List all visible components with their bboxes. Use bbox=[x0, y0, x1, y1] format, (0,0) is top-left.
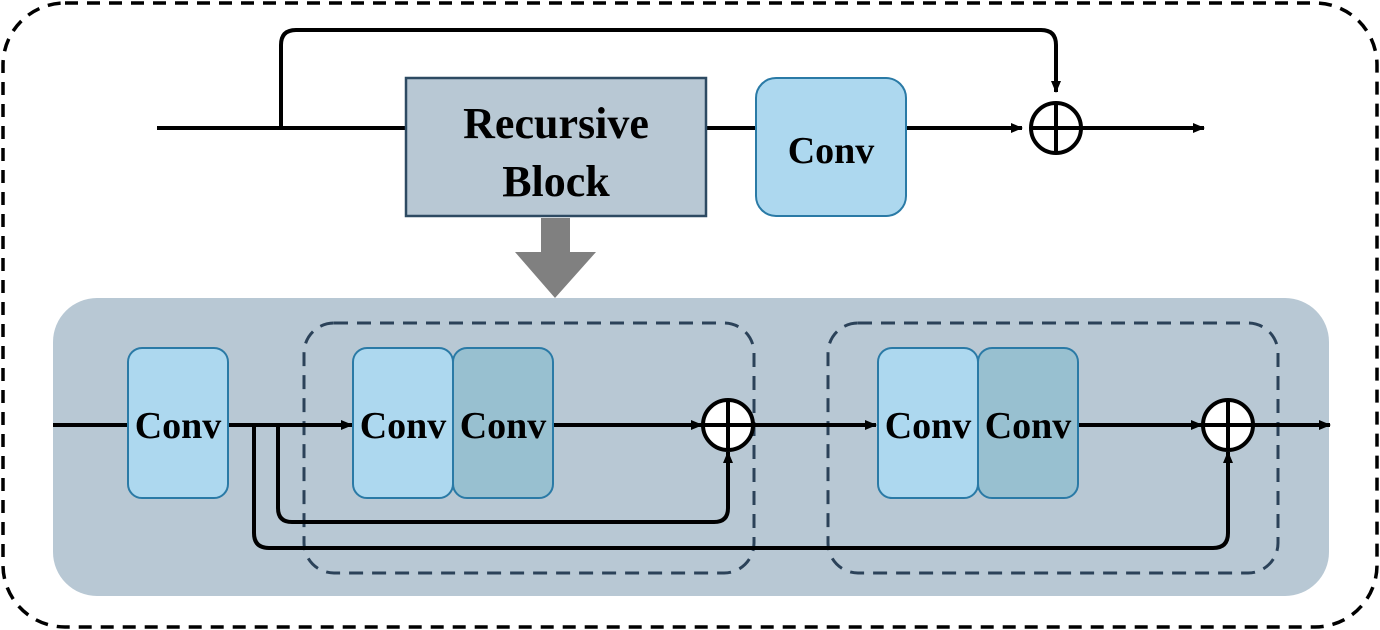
panel-sum-node-2 bbox=[1201, 398, 1255, 452]
inner-skip-connection bbox=[276, 425, 733, 524]
bottom-flow bbox=[53, 420, 1331, 550]
panel-conv-5: Conv bbox=[977, 347, 1079, 499]
recursive-block: Recursive Block bbox=[404, 76, 708, 218]
panel-conv-5-label: Conv bbox=[985, 405, 1072, 447]
top-conv-block: Conv bbox=[755, 77, 907, 217]
recursive-block-label-line1: Recursive bbox=[463, 99, 649, 148]
panel-conv-3-label: Conv bbox=[460, 405, 547, 447]
inner-group-2 bbox=[826, 321, 1280, 575]
panel-conv-1-label: Conv bbox=[135, 405, 222, 447]
recursive-block-label-line2: Block bbox=[502, 157, 610, 206]
panel-conv-3: Conv bbox=[452, 347, 554, 499]
top-skip-connection bbox=[279, 28, 1061, 128]
panel-conv-2: Conv bbox=[352, 347, 454, 499]
panel-conv-1: Conv bbox=[127, 347, 229, 499]
inner-group-1 bbox=[302, 321, 756, 575]
top-sum-node bbox=[1029, 101, 1083, 155]
expand-down-arrow bbox=[515, 218, 596, 298]
top-conv-label: Conv bbox=[788, 130, 875, 172]
top-flow bbox=[157, 28, 1205, 133]
outer-skip-connection bbox=[252, 425, 1233, 550]
expanded-panel bbox=[53, 298, 1329, 596]
panel-sum-node-1 bbox=[701, 398, 755, 452]
panel-conv-4-label: Conv bbox=[885, 405, 972, 447]
panel-conv-4: Conv bbox=[877, 347, 979, 499]
panel-conv-2-label: Conv bbox=[360, 405, 447, 447]
